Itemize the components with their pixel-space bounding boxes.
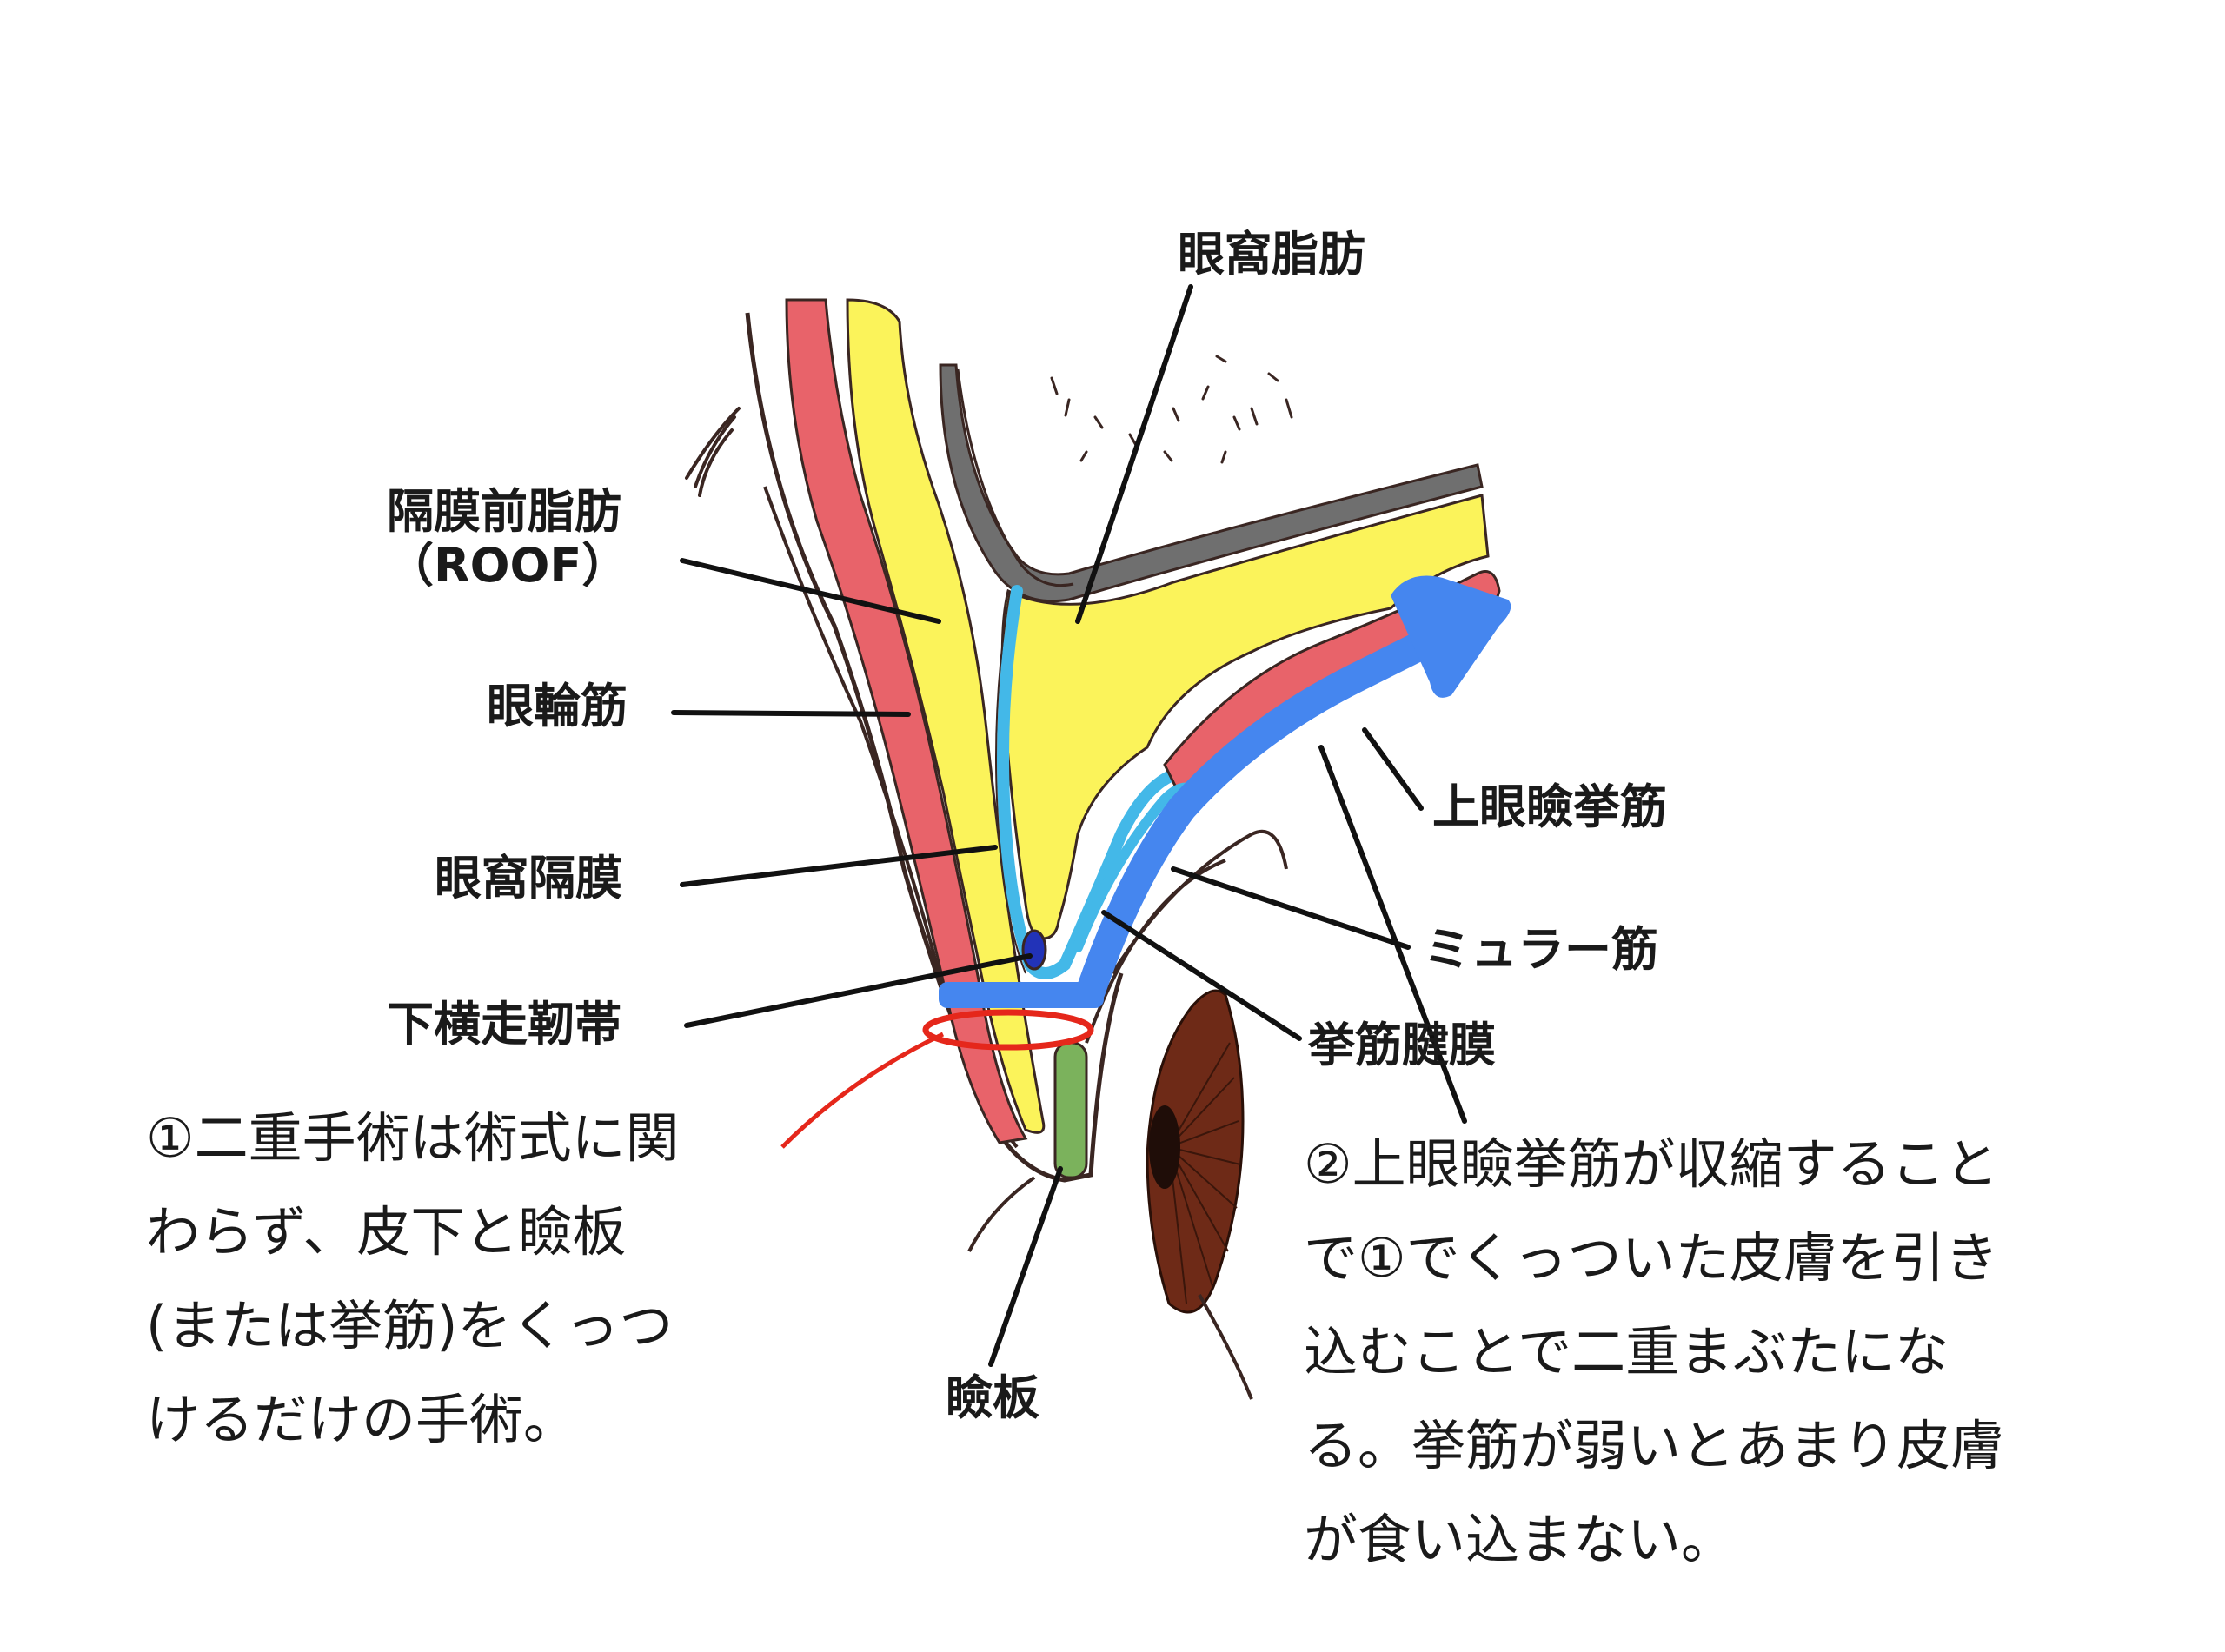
note-left-line: (または挙筋)をくっつ [146,1294,674,1357]
leader-aponeurosis [1101,910,1302,1041]
eyelashes [685,407,741,497]
leader-ligament [684,953,1033,1028]
label-tarsus: 瞼板 [946,1370,1039,1425]
label-orbicularis: 眼輪筋 [487,679,628,733]
label-aponeurosis: 挙筋腱膜 [1308,1018,1496,1072]
label-septum: 眼窩隔膜 [435,851,622,906]
eye-lower-line [1198,1294,1253,1400]
tarsus [1053,1041,1088,1179]
lower-lid-outline [967,1176,1036,1252]
orbital-septum-outline [995,590,1026,974]
leader-tarsus [988,1166,1063,1367]
note-right-line: 込むことで二重まぶたにな [1304,1320,1949,1383]
note-right-line: で①でくっついた皮膚を引き [1304,1226,1999,1290]
label-ligament: 下横走靭帯 [387,997,621,1052]
levator-arrow-body [1076,611,1475,1005]
label-roof: 隔膜前脂肪 （ROOF） [387,484,629,594]
leader-muller [1171,866,1411,950]
skin-outline [745,312,1124,1183]
suture-loop [922,1009,1094,1051]
fat-hatching [1050,355,1293,464]
label-roof-line1: 隔膜前脂肪 [387,484,621,539]
roof-fat [846,298,1046,1134]
label-orbital-fat: 眼窩脂肪 [1178,227,1365,282]
note-left-line: ①二重手術は術式に関 [146,1106,680,1170]
note-right-line: が食い込まない。 [1304,1508,1736,1571]
orbital-fat [1000,494,1490,940]
aponeurosis-bar [939,982,1104,1008]
label-roof-line2: （ROOF） [387,538,629,594]
note-right: ②上眼瞼挙筋が収縮すること で①でくっついた皮膚を引き 込むことで二重まぶたにな… [1304,1118,2004,1587]
note-left-line: わらず、皮下と瞼板 [146,1200,627,1264]
levator-arrow-head [1391,575,1511,698]
lower-transverse-ligament [1021,929,1047,971]
eyeball [1146,989,1245,1314]
label-levator: 上眼瞼挙筋 [1432,780,1667,834]
note-left-line: けるだけの手術。 [146,1388,578,1451]
leader-roof [680,558,941,624]
leader-orbital-fat [1075,284,1193,624]
leader-lines [671,284,1467,1367]
leader-septum [680,845,998,887]
leader-levator-long [1318,745,1467,1124]
note-right-line: る。挙筋が弱いとあまり皮膚 [1304,1414,2005,1477]
label-muller: ミュラー筋 [1424,922,1658,977]
leader-levator [1362,727,1424,811]
pupil [1149,1105,1180,1189]
conjunctiva-outline-2 [1085,859,1226,1044]
note-left: ①二重手術は術式に関 わらず、皮下と瞼板 (または挙筋)をくっつ けるだけの手術… [146,1091,680,1467]
note-right-line: ②上眼瞼挙筋が収縮すること [1304,1132,1999,1196]
orbicularis-muscle [785,298,1028,1144]
orbital-bone-inner [956,368,1074,587]
suture-pointer [780,1032,945,1149]
leader-orbicularis [671,710,911,717]
